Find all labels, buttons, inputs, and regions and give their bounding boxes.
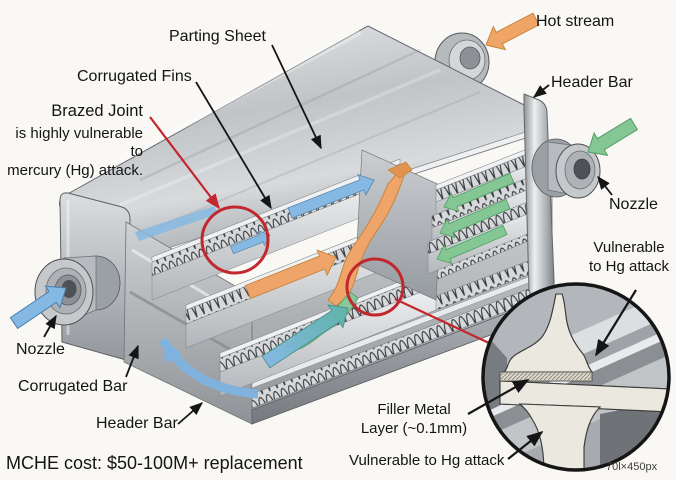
label-arrow-corrugated-bar: [125, 344, 139, 378]
flow-arrows: [159, 172, 515, 399]
label-vulnerable-top-line1: Vulnerable: [593, 239, 665, 256]
green-stream-arrow-icon: [587, 117, 639, 156]
label-arrow-filler-metal: [467, 379, 530, 415]
label-brazed-joint: Brazed Joint is highly vulnerable to mer…: [0, 101, 143, 181]
brazed-joint-red-arrow: [149, 116, 220, 210]
right-nozzle: [531, 138, 601, 199]
label-vulnerable-to-hg-top: Vulnerable to Hg attack: [585, 239, 673, 277]
watermark: 70l×450px: [606, 461, 658, 473]
label-corrugated-fins: Corrugated Fins: [77, 68, 192, 85]
label-arrows: [43, 44, 613, 425]
flow-arrow-blue-long-icon: [287, 173, 375, 219]
inset-label-arrows: [467, 289, 637, 460]
cost-note: MCHE cost: $50-100M+ replacement: [6, 453, 303, 473]
flow-arrow-orange-icon: [244, 249, 337, 300]
label-nozzle-left: Nozzle: [16, 341, 65, 358]
label-arrow-corrugated-fins: [195, 81, 272, 210]
label-brazed-joint-line3: mercury (Hg) attack.: [7, 162, 143, 180]
label-vulnerable-top-line2: to Hg attack: [588, 257, 670, 275]
cold-stream-arrow-icon: [9, 285, 67, 330]
label-arrow-nozzle-right: [597, 175, 613, 196]
inset-red-leader-line: [394, 298, 490, 344]
right-step-layers: [427, 139, 551, 275]
flow-arrow-blue-small-icon: [230, 230, 271, 255]
label-filler-metal-line2: Layer (~0.1mm): [360, 419, 468, 437]
label-header-bar-right: Header Bar: [551, 74, 633, 91]
label-filler-metal-line1: Filler Metal: [377, 401, 451, 418]
label-filler-metal-layer: Filler Metal Layer (~0.1mm): [349, 401, 479, 439]
label-hot-stream: Hot stream: [536, 13, 615, 30]
label-nozzle-right: Nozzle: [609, 196, 658, 213]
label-corrugated-bar: Corrugated Bar: [18, 378, 128, 395]
label-brazed-joint-line2: is highly vulnerable to: [15, 124, 143, 161]
corroded-braze-texture: [499, 293, 669, 470]
label-arrow-vulnerable-top: [595, 289, 637, 357]
brazed-joint-highlight-circle-2: [345, 257, 405, 317]
cutaway-wall: [355, 149, 443, 301]
green-flow-arrows: [436, 172, 515, 264]
blue-sheet-sliver: [135, 206, 218, 241]
label-arrow-header-bar-right: [532, 84, 550, 98]
label-arrow-parting-sheet: [271, 44, 322, 150]
label-arrow-header-bar-bottom: [177, 402, 204, 425]
label-brazed-joint-title: Brazed Joint: [51, 102, 143, 120]
label-arrow-vulnerable-bottom: [507, 430, 544, 460]
hot-stream-arrow-icon: [485, 12, 540, 51]
label-parting-sheet: Parting Sheet: [169, 28, 266, 45]
label-header-bar-bottom: Header Bar: [96, 415, 178, 432]
label-vulnerable-to-hg-bottom: Vulnerable to Hg attack: [349, 452, 505, 469]
label-arrow-nozzle-left: [43, 314, 57, 338]
flow-arrow-teal-icon: [261, 304, 349, 369]
flow-arrow-blue-curved-icon: [159, 337, 259, 399]
brazed-joint-highlight-circle-1: [200, 205, 270, 275]
